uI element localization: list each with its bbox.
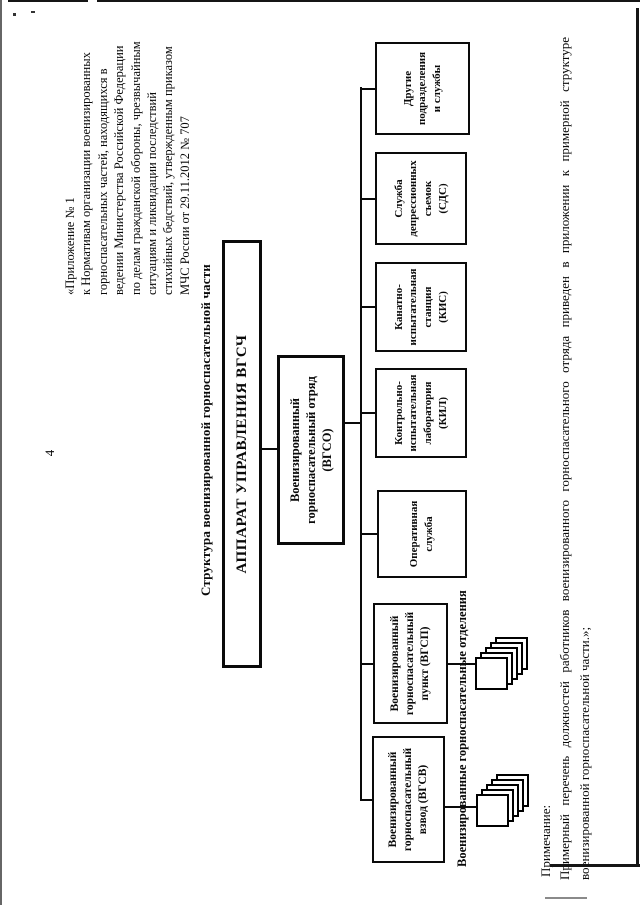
squad-card — [476, 794, 509, 827]
scan-edge-line — [545, 897, 587, 899]
child-box-label: Канатно- испытательная станция (КИС) — [392, 268, 449, 346]
child-box-label: Другие подразделения и службы — [401, 51, 443, 126]
child-box-operational-service: Оперативная служба — [377, 490, 467, 578]
scan-edge-line — [97, 0, 640, 2]
child-box-other-units: Другие подразделения и службы — [375, 42, 470, 135]
chart-title: Структура военизированной горноспасатель… — [198, 263, 213, 597]
scan-edge-line — [550, 864, 640, 867]
scan-edge-line — [8, 0, 88, 2]
child-box-label: Оперативная служба — [408, 500, 435, 568]
child-box-label: Военизированный горноспасательный пункт … — [388, 611, 432, 716]
squads-label: Военизированные горноспасательные отделе… — [455, 590, 469, 867]
appendix-header-line: горноспасательных частей, находящихся в — [95, 68, 110, 295]
note-text-line: Примерный перечень должностей работников… — [557, 37, 572, 880]
page-number: 4 — [42, 449, 57, 457]
child-box-sds: Служба депрессионных съемок (СДС) — [375, 152, 467, 245]
squad-stack-icon — [475, 634, 531, 690]
child-box-label: Военизированный горноспасательный взвод … — [386, 747, 430, 852]
child-box-label: Служба депрессионных съемок (СДС) — [392, 160, 449, 237]
child-box-vgsp: Военизированный горноспасательный пункт … — [373, 603, 448, 724]
squad-card — [475, 657, 508, 690]
appendix-header-line: ситуациям и ликвидации последствий — [145, 92, 160, 295]
child-box-kis: Канатно- испытательная станция (КИС) — [375, 262, 467, 352]
appendix-header-line: по делам гражданской обороны, чрезвычайн… — [128, 41, 143, 295]
appendix-header-line: к Нормативам организации военизированных — [79, 52, 94, 295]
note-text-line: военизированной горноспасательной части.… — [577, 626, 592, 880]
vgso-box: Военизированный горноспасательный отряд … — [277, 355, 345, 545]
connector-drop — [360, 533, 378, 535]
vgso-box-label: Военизированный горноспасательный отряд … — [287, 376, 335, 524]
root-box-label: АППАРАТ УПРАВЛЕНИЯ ВГСЧ — [233, 334, 250, 574]
scan-speck — [13, 13, 16, 16]
appendix-header-line: стихийных бедствий, утвержденным приказо… — [161, 46, 176, 295]
squad-stack-icon — [476, 771, 532, 827]
appendix-header-line: «Приложение № 1 — [63, 197, 77, 295]
child-box-vgsv: Военизированный горноспасательный взвод … — [372, 736, 445, 863]
scan-edge-line — [0, 0, 2, 905]
scan-speck — [31, 11, 35, 13]
appendix-header-line: МЧС России от 29.11.2012 № 707 — [177, 116, 192, 295]
appendix-header-block: «Приложение № 1 к Нормативам организации… — [62, 0, 193, 295]
root-box-apparat-vgsch: АППАРАТ УПРАВЛЕНИЯ ВГСЧ — [222, 240, 262, 668]
child-box-kil: Контрольно- испытательная лаборатория (К… — [375, 368, 467, 458]
trunk-line — [360, 87, 362, 801]
appendix-header-line: ведении Министерства Российской Федераци… — [112, 45, 127, 296]
scan-edge-line — [636, 8, 639, 866]
child-box-label: Контрольно- испытательная лаборатория (К… — [392, 374, 449, 452]
